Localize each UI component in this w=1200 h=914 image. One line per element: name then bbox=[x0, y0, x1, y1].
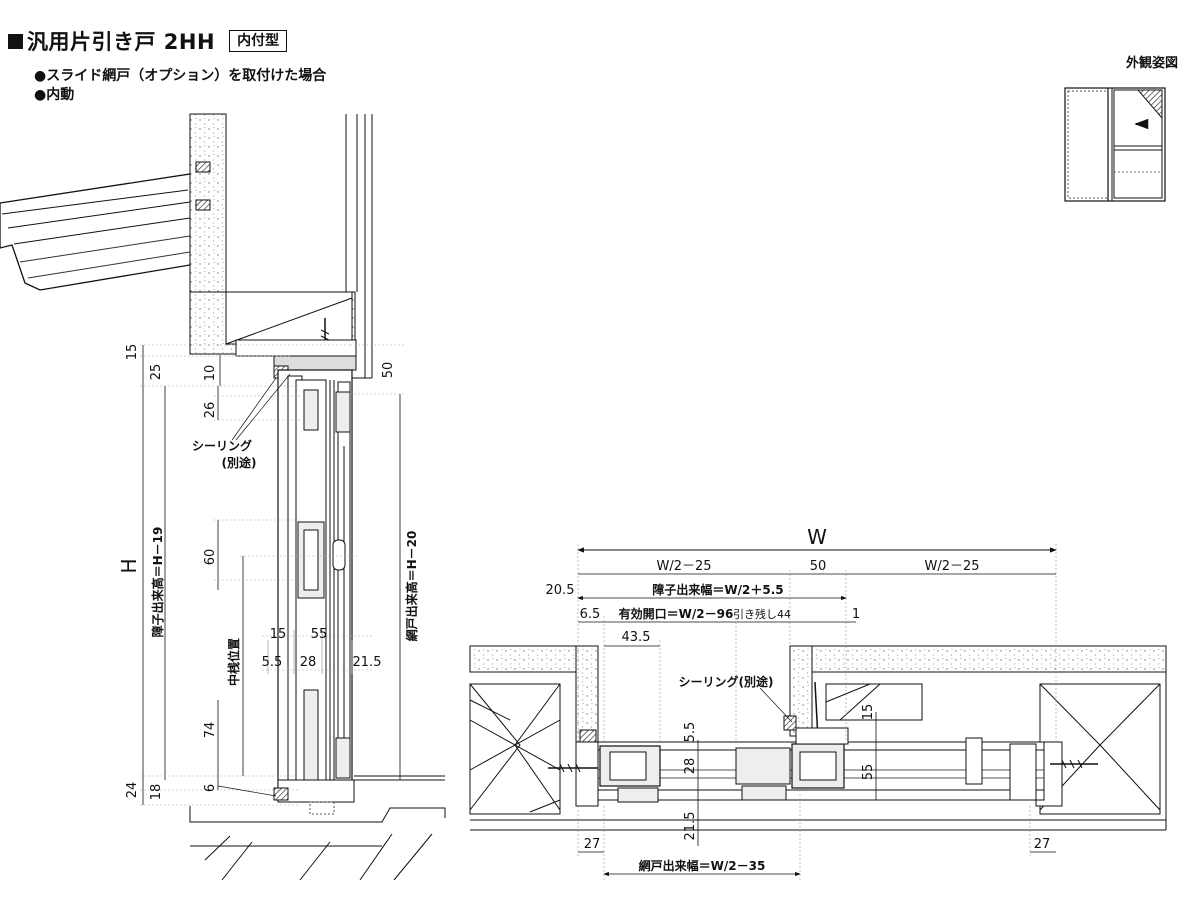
dim-w-6-5: 6.5 bbox=[580, 607, 601, 622]
dim-w-half-left: W/2－25 bbox=[656, 559, 711, 574]
sealing-separate-label: (別途) bbox=[222, 455, 257, 470]
dim-28: 28 bbox=[300, 655, 317, 670]
amido-height-label: 網戸出来高＝H－20 bbox=[404, 531, 419, 642]
title-row: 汎用片引き戸 2HH 内付型 bbox=[8, 26, 288, 56]
shoji-height-label: 障子出来高＝H－19 bbox=[150, 527, 165, 638]
horizontal-section bbox=[469, 544, 1167, 880]
mid-rail-label: 中桟位置 bbox=[226, 638, 241, 686]
dim-w-half-right: W/2－25 bbox=[924, 559, 979, 574]
dim-w-21-5: 21.5 bbox=[683, 812, 698, 841]
dim-w-27-left: 27 bbox=[584, 837, 601, 852]
dim-55: 55 bbox=[311, 627, 328, 642]
dim-w-1: 1 bbox=[852, 607, 860, 622]
dim-5-5: 5.5 bbox=[262, 655, 283, 670]
dim-18: 18 bbox=[149, 784, 164, 801]
height-h-label: H bbox=[117, 558, 141, 573]
dim-50: 50 bbox=[381, 362, 396, 379]
vertical-section bbox=[0, 113, 446, 881]
dim-w-50: 50 bbox=[810, 559, 827, 574]
dim-6: 6 bbox=[203, 784, 218, 792]
exterior-view-icon bbox=[1064, 87, 1166, 202]
dim-74: 74 bbox=[203, 722, 218, 739]
dim-15b: 15 bbox=[270, 627, 287, 642]
note-1: ●スライド網戸（オプション）を取付けた場合 bbox=[34, 68, 327, 84]
shoji-width-label: 障子出来幅＝W/2＋5.5 bbox=[652, 582, 783, 597]
dim-w-15: 15 bbox=[861, 704, 876, 721]
width-w-label: W bbox=[807, 525, 827, 549]
sealing-label: シーリング bbox=[192, 438, 252, 453]
opening-note: 引き残し44 bbox=[733, 607, 791, 621]
dim-24: 24 bbox=[125, 782, 140, 799]
vertical-section-dims: 15 25 10 26 50 60 74 6 24 18 15 55 5.5 2… bbox=[117, 344, 419, 801]
dim-60: 60 bbox=[203, 549, 218, 566]
dim-10: 10 bbox=[203, 365, 218, 382]
dim-21-5: 21.5 bbox=[353, 655, 382, 670]
exterior-view-label: 外観姿図 bbox=[1125, 56, 1178, 71]
dim-w-55: 55 bbox=[861, 764, 876, 781]
amido-width-label: 網戸出来幅＝W/2－35 bbox=[639, 858, 766, 873]
dim-w-20-5: 20.5 bbox=[546, 583, 575, 598]
note-2: ●内動 bbox=[34, 87, 75, 103]
dim-w-27-right: 27 bbox=[1034, 837, 1051, 852]
opening-label: 有効開口＝W/2－96 bbox=[619, 606, 734, 621]
dim-w-28: 28 bbox=[683, 758, 698, 775]
dim-25: 25 bbox=[149, 364, 164, 381]
horizontal-section-dims: W W/2－25 50 W/2－25 20.5 障子出来幅＝W/2＋5.5 6.… bbox=[546, 525, 1051, 873]
page-title: 汎用片引き戸 2HH bbox=[27, 30, 216, 54]
sealing-horizontal-label: シーリング(別途) bbox=[679, 674, 774, 689]
title-square-icon bbox=[8, 33, 23, 49]
dim-w-43-5: 43.5 bbox=[622, 630, 651, 645]
dim-15: 15 bbox=[125, 344, 140, 361]
type-tag: 内付型 bbox=[229, 30, 288, 52]
dim-26: 26 bbox=[203, 402, 218, 419]
dim-w-5-5: 5.5 bbox=[683, 722, 698, 743]
